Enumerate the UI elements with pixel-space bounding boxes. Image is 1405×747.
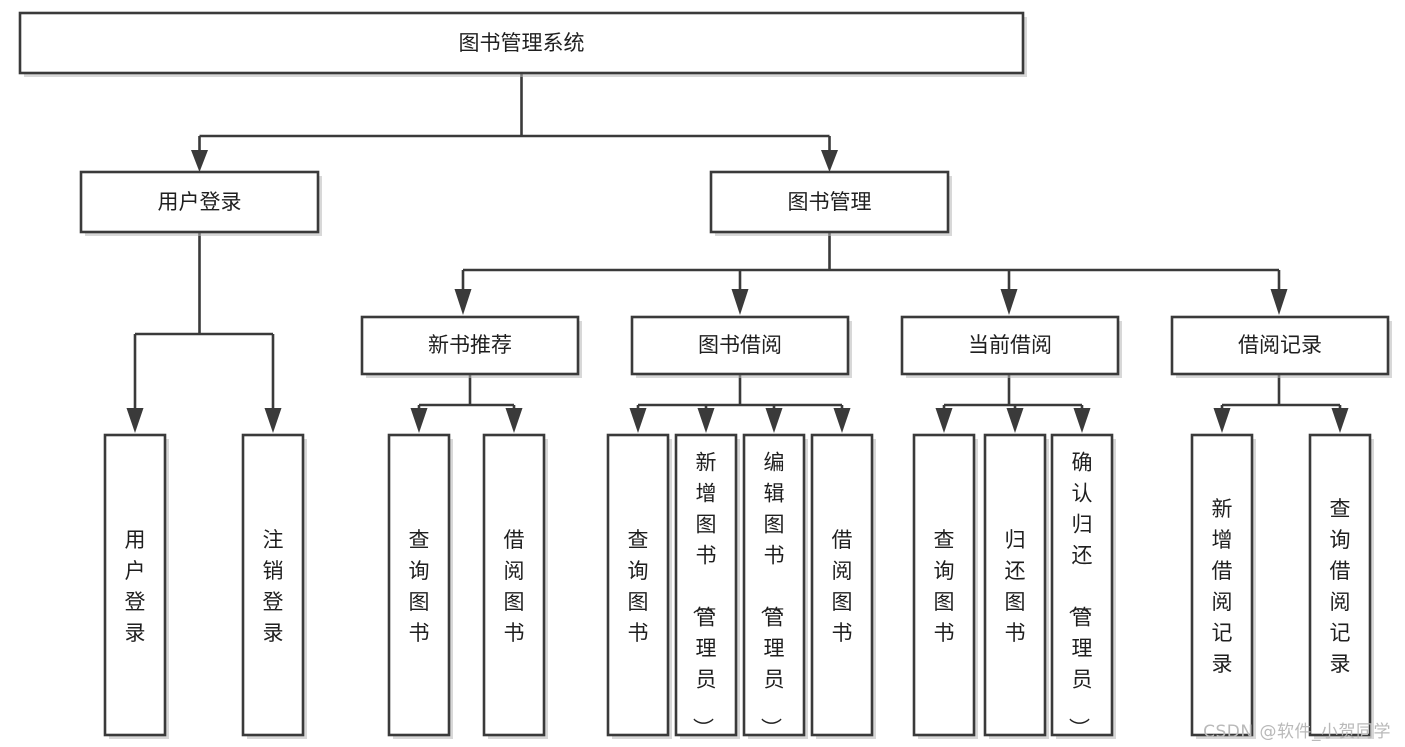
node-leaf-query-book-2-box[interactable] (606, 433, 670, 737)
node-current-borrow-label: 当前借阅 (968, 333, 1052, 357)
node-new-book-rec-label: 新书推荐 (428, 333, 512, 357)
node-leaf-query-book-3-box[interactable] (912, 433, 976, 737)
node-borrow-record-label: 借阅记录 (1238, 333, 1322, 357)
node-leaf-query-book-3-label: 查询图书 (934, 528, 955, 645)
node-leaf-query-record[interactable]: 查询借阅记录 (1308, 433, 1374, 739)
node-leaf-query-record-box[interactable] (1308, 433, 1372, 737)
node-user-login[interactable]: 用户登录 (79, 170, 322, 236)
arrow-head-leaf-query-record (1331, 408, 1349, 433)
node-borrow-record[interactable]: 借阅记录 (1170, 315, 1392, 378)
node-leaf-add-book[interactable]: 新增图书（管理员） (674, 433, 740, 739)
node-leaf-borrow-book-1-label: 借阅图书 (504, 528, 525, 645)
node-leaf-return-book-box[interactable] (983, 433, 1047, 737)
node-user-login-box[interactable] (79, 170, 320, 234)
node-leaf-user-logout-box[interactable] (241, 433, 305, 737)
node-root[interactable]: 图书管理系统 (18, 11, 1027, 77)
arrow-head-book-borrow (731, 289, 749, 315)
arrow-head-user-login (191, 150, 208, 172)
arrow-head-current-borrow (1000, 289, 1018, 315)
node-leaf-edit-book-box[interactable] (742, 433, 806, 737)
node-leaf-confirm-return[interactable]: 确认归还（管理员） (1050, 433, 1116, 739)
arrow-head-leaf-query-book-3 (935, 408, 953, 433)
arrow-head-borrow-record (1270, 289, 1288, 315)
node-leaf-edit-book-label: 编辑图书（管理员） (759, 451, 785, 739)
watermark-text: CSDN @软件_小贺同学 (1203, 722, 1391, 742)
node-leaf-query-book-3[interactable]: 查询图书 (912, 433, 978, 739)
node-current-borrow-box[interactable] (900, 315, 1120, 376)
node-leaf-add-record[interactable]: 新增借阅记录 (1190, 433, 1256, 739)
node-leaf-return-book[interactable]: 归还图书 (983, 433, 1049, 739)
node-leaf-query-book-2-label: 查询图书 (628, 528, 649, 645)
node-leaf-return-book-label: 归还图书 (1005, 528, 1026, 645)
arrow-head-leaf-user-login (126, 408, 144, 433)
node-leaf-query-record-label: 查询借阅记录 (1330, 497, 1351, 676)
node-leaf-query-book-1-box[interactable] (387, 433, 451, 737)
node-leaf-user-logout-label: 注销登录 (263, 528, 284, 645)
node-leaf-confirm-return-box[interactable] (1050, 433, 1114, 737)
node-book-borrow[interactable]: 图书借阅 (630, 315, 852, 378)
node-leaf-query-book-1[interactable]: 查询图书 (387, 433, 453, 739)
node-leaf-borrow-book-2-label: 借阅图书 (832, 528, 853, 645)
arrow-head-leaf-add-record (1213, 408, 1231, 433)
node-book-manage-box[interactable] (709, 170, 950, 234)
node-leaf-add-book-label: 新增图书（管理员） (691, 451, 717, 739)
arrow-head-new-book-rec (454, 289, 472, 315)
node-new-book-rec-box[interactable] (360, 315, 580, 376)
arrow-head-leaf-return-book (1006, 408, 1024, 433)
node-leaf-user-login[interactable]: 用户登录 (103, 433, 169, 739)
node-new-book-rec[interactable]: 新书推荐 (360, 315, 582, 378)
node-leaf-borrow-book-1[interactable]: 借阅图书 (482, 433, 548, 739)
node-leaf-borrow-book-2[interactable]: 借阅图书 (810, 433, 876, 739)
node-book-borrow-label: 图书借阅 (698, 333, 782, 357)
arrow-head-leaf-edit-book (765, 408, 783, 433)
arrow-head-leaf-borrow-book-1 (505, 408, 523, 433)
node-leaf-confirm-return-label: 确认归还（管理员） (1067, 451, 1093, 739)
node-leaf-add-book-box[interactable] (674, 433, 738, 737)
connector-group (126, 73, 1349, 433)
node-leaf-add-record-label: 新增借阅记录 (1212, 497, 1233, 676)
node-leaf-user-login-box[interactable] (103, 433, 167, 737)
leaf-node-layer: 用户登录 注销登录 查询图书 借阅图书 查询图书 新增图书（管理员） 编辑图书（管理员） 借阅… (103, 433, 1374, 739)
node-leaf-edit-book[interactable]: 编辑图书（管理员） (742, 433, 808, 739)
node-borrow-record-box[interactable] (1170, 315, 1390, 376)
node-current-borrow[interactable]: 当前借阅 (900, 315, 1122, 378)
arrow-head-leaf-query-book-1 (410, 408, 428, 433)
node-leaf-borrow-book-1-box[interactable] (482, 433, 546, 737)
node-leaf-user-login-label: 用户登录 (125, 528, 146, 645)
arrow-head-leaf-borrow-book-2 (833, 408, 851, 433)
node-leaf-borrow-book-2-box[interactable] (810, 433, 874, 737)
arrow-head-leaf-user-logout (264, 408, 282, 433)
arrow-head-leaf-confirm-return (1073, 408, 1091, 433)
node-leaf-add-record-box[interactable] (1190, 433, 1254, 737)
arrow-head-leaf-add-book (697, 408, 715, 433)
node-leaf-user-logout[interactable]: 注销登录 (241, 433, 307, 739)
node-root-label: 图书管理系统 (459, 31, 585, 55)
node-user-login-label: 用户登录 (158, 190, 242, 214)
node-book-manage-label: 图书管理 (788, 190, 872, 214)
node-leaf-query-book-1-label: 查询图书 (409, 528, 430, 645)
node-leaf-query-book-2[interactable]: 查询图书 (606, 433, 672, 739)
arrow-head-leaf-query-book-2 (629, 408, 647, 433)
node-root-box[interactable] (18, 11, 1025, 75)
node-book-manage[interactable]: 图书管理 (709, 170, 952, 236)
node-book-borrow-box[interactable] (630, 315, 850, 376)
arrow-head-book-manage (821, 150, 838, 172)
